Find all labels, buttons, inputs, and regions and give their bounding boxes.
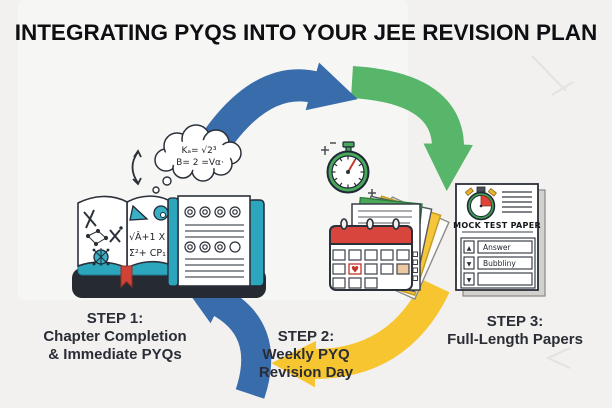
spinner-down-icon: ▼ — [467, 261, 472, 268]
atom-doodle — [92, 248, 110, 266]
heart-icon: ♥ — [351, 266, 359, 276]
left-page-doodles — [83, 209, 123, 266]
thought-cloud: Kₐ= √2³ B= 2 =Vα· — [131, 124, 242, 194]
stopwatch-icon — [321, 141, 381, 203]
step-1-line-2: & Immediate PYQs — [48, 346, 182, 363]
book-formula-bottom: Σ²+ CP₁ — [129, 248, 166, 259]
mini-stopwatch-icon — [464, 186, 497, 221]
cloud-formula-bottom: B= 2 =Vα· — [176, 158, 224, 168]
step-3-title: STEP 3: — [486, 313, 544, 330]
spinner-up-icon: ▲ — [467, 245, 472, 252]
arrow-yellow-bottom — [271, 279, 450, 388]
step-3-label: STEP 3: Full-Length Papers — [424, 313, 606, 349]
faint-watermark-marks — [531, 55, 574, 370]
calendar-icon: ♥ — [329, 218, 413, 291]
step-1-line-1: Chapter Completion — [43, 328, 187, 345]
bookmark-ribbon — [120, 265, 133, 289]
step-3-line-1: Full-Length Papers — [447, 331, 583, 348]
step-2-title: STEP 2: — [277, 328, 335, 345]
cycle-arrows — [181, 62, 473, 399]
page-title: INTEGRATING PYQS INTO YOUR JEE REVISION … — [14, 20, 598, 45]
mock-paper-heading: MOCK TEST PAPER — [453, 221, 541, 230]
spinner-down-icon: ▼ — [467, 277, 472, 284]
book-formula-top: √Â+1 X — [129, 231, 166, 243]
step-1-label: STEP 1: Chapter Completion & Immediate P… — [20, 310, 210, 364]
step-1-title: STEP 1: — [86, 310, 144, 327]
mock-test-paper-illustration: MOCK TEST PAPER ▲ ▼ ▼ Answer Bubbliny — [453, 183, 546, 297]
mock-paper-row-2: Bubbliny — [483, 259, 516, 268]
cloud-formula-top: Kₐ= √2³ — [182, 145, 217, 156]
omr-answer-sheet — [177, 195, 251, 287]
mock-paper-row-1: Answer — [483, 243, 512, 252]
swap-arrow-icon — [131, 149, 142, 186]
step-2-label: STEP 2: Weekly PYQ Revision Day — [228, 328, 384, 382]
step-2-line-1: Weekly PYQ — [262, 346, 350, 363]
step-2-line-2: Revision Day — [258, 364, 354, 381]
arrow-blue-bottom — [181, 281, 272, 399]
right-page-formulas: √Â+1 X Σ²+ CP₁ — [129, 204, 169, 259]
open-book-illustration: √Â+1 X Σ²+ CP₁ — [72, 195, 266, 298]
arrow-green-top — [350, 66, 473, 192]
